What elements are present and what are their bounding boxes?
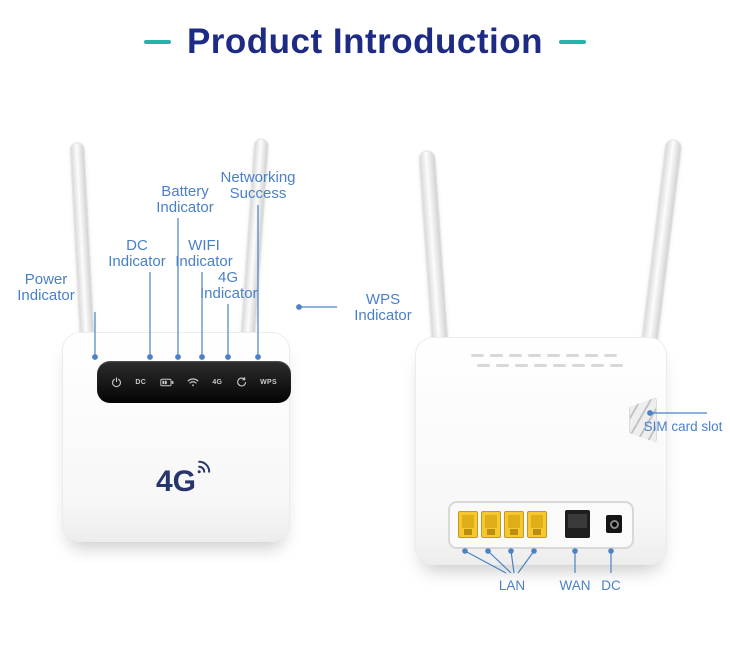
router-front-view: DC 4G WPS 4G [62,332,291,542]
lan-port [481,511,501,538]
page-title-row: Product Introduction [0,22,730,62]
front-left-antenna [69,141,95,345]
dc-power-jack [606,515,622,533]
callout-lan-ports: LAN [498,578,526,593]
fourg-text-icon: 4G [212,378,223,386]
router-back-view [415,337,667,565]
rear-port-panel [448,501,634,549]
callout-wan-port: WAN [559,578,591,593]
wps-text-icon: WPS [260,378,277,386]
wan-port [565,510,590,538]
power-icon [111,376,122,388]
logo-text: 4G [155,465,197,498]
signal-waves-icon [197,460,211,474]
lan-port [504,511,524,538]
front-4g-logo: 4G [155,460,211,499]
callout-sim-card-slot: SIM card slot [643,419,723,434]
callout-dc-jack: DC [601,578,621,593]
title-dash-left [143,40,171,44]
vent-row [471,354,623,357]
back-right-antenna [640,138,683,352]
vent-slots [471,354,623,367]
lan-port [527,511,547,538]
sync-icon [236,376,247,388]
wifi-icon [187,377,199,387]
dc-text-icon: DC [135,378,147,386]
battery-icon [159,378,174,387]
title-dash-right [559,40,587,44]
page-title: Product Introduction [186,22,544,61]
lan-port [458,511,478,538]
led-indicator-panel: DC 4G WPS [97,361,291,403]
vent-row [477,364,623,367]
